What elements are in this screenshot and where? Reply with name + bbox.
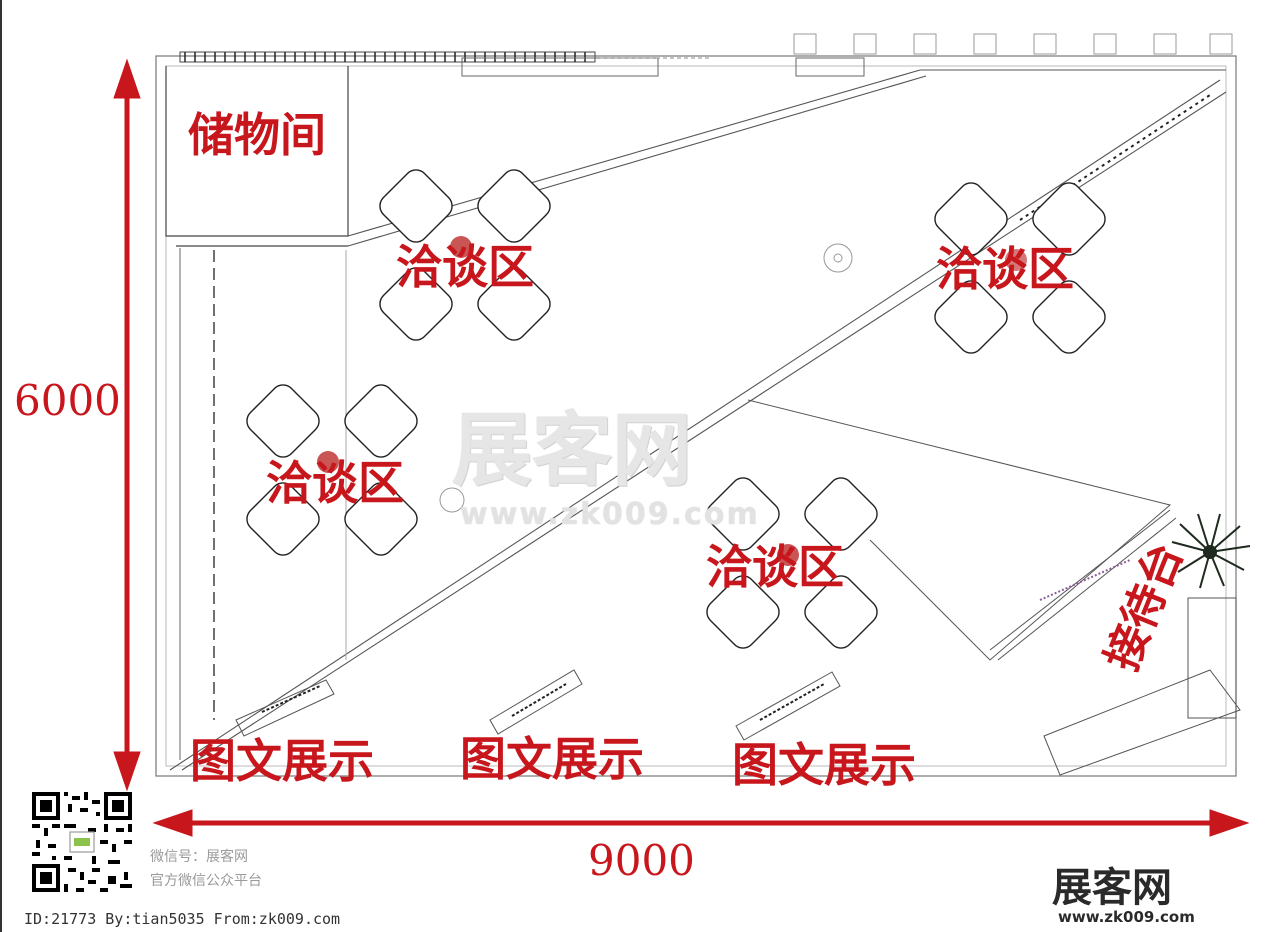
brand-logo: 展客网 — [1052, 864, 1172, 911]
storage-room-outline — [165, 66, 349, 247]
seating-cluster-1 — [379, 169, 551, 341]
wechat-account: 微信号：展客网 — [150, 849, 248, 865]
seating-cluster-4 — [706, 477, 878, 649]
plant-icon — [1171, 513, 1251, 589]
zone-label-negotiation: 洽谈区 — [936, 242, 1074, 296]
zone-label-negotiation: 洽谈区 — [396, 240, 534, 294]
watermark-title: 展客网 — [452, 403, 692, 497]
dimension-arrows — [113, 58, 1250, 837]
dimension-width-label: 9000 — [588, 836, 695, 885]
diagonal-walls — [169, 69, 1227, 771]
lower-right-panel — [747, 399, 1241, 776]
zone-label-negotiation: 洽谈区 — [266, 456, 404, 510]
zone-label-storage: 储物间 — [188, 108, 326, 162]
watermark-url: www.zk009.com — [460, 497, 760, 532]
footer-id-line: ID:21773 By:tian5035 From:zk009.com — [24, 910, 341, 928]
zone-label-negotiation: 洽谈区 — [706, 540, 844, 594]
display-stands — [235, 669, 841, 741]
top-wall — [179, 51, 865, 77]
zone-label-display: 图文展示 — [732, 738, 916, 792]
left-inner-wall — [179, 248, 347, 760]
wechat-platform: 官方微信公众平台 — [150, 873, 262, 889]
plan-outline — [155, 55, 1237, 777]
floor-markers — [439, 243, 853, 513]
zone-label-display: 图文展示 — [460, 732, 644, 786]
qr-code-icon — [32, 792, 132, 892]
seating-cluster-3 — [246, 384, 418, 556]
zone-label-display: 图文展示 — [190, 734, 374, 788]
brand-url: www.zk009.com — [1058, 908, 1195, 926]
top-right-boxes — [793, 33, 1233, 55]
seating-cluster-2 — [934, 182, 1106, 354]
dimension-height-label: 6000 — [14, 376, 121, 425]
